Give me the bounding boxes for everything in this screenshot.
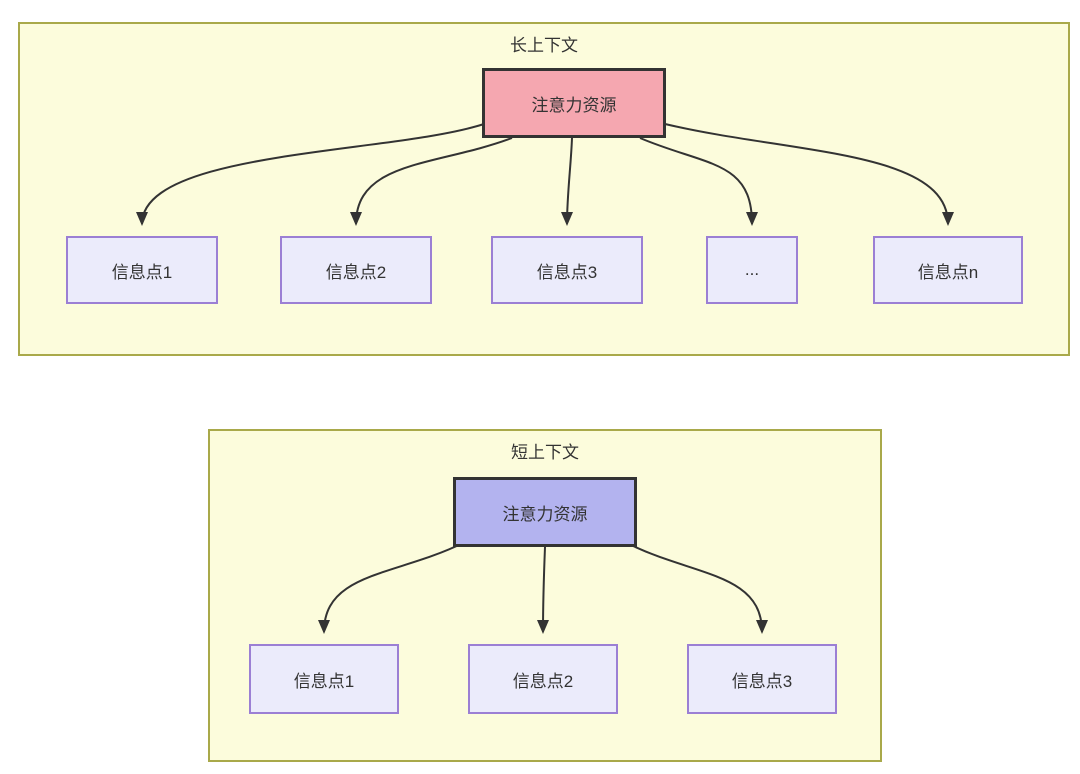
short-context-title: 短上下文 [511, 443, 579, 462]
attention-node-short: 注意力资源 [453, 477, 637, 547]
info-node-long-3: 信息点3 [491, 236, 643, 304]
info-node-long-2: 信息点2 [280, 236, 432, 304]
info-node-short-1: 信息点1 [249, 644, 399, 714]
info-node-short-3: 信息点3 [687, 644, 837, 714]
long-context-title: 长上下文 [510, 36, 578, 55]
info-node-long-dots: ... [706, 236, 798, 304]
attention-node-long: 注意力资源 [482, 68, 666, 138]
info-node-short-2: 信息点2 [468, 644, 618, 714]
info-node-long-n: 信息点n [873, 236, 1023, 304]
info-node-long-1: 信息点1 [66, 236, 218, 304]
